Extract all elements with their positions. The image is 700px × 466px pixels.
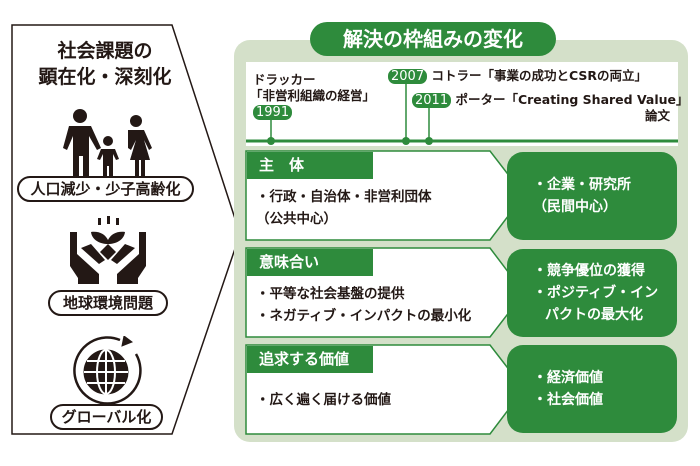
timeline-event-1991: ドラッカー 「非営利組織の経営」 1991 <box>250 72 376 120</box>
before-item: ・広く遍く届ける価値 <box>256 392 391 408</box>
after-item: ・競争優位の獲得 <box>533 263 645 279</box>
year-badge: 1991 <box>253 105 293 120</box>
row-after-value: ・経済価値 ・社会価値 <box>507 345 677 433</box>
after-item: （民間中心） <box>533 199 617 215</box>
issue-pill-globalization: グローバル化 <box>50 404 163 430</box>
timeline <box>246 62 678 146</box>
event-text: ポーター「Creating Shared Value」 <box>455 92 689 107</box>
row-header-subject: 主 体 <box>247 152 373 179</box>
row-header-value: 追求する価値 <box>247 346 373 373</box>
event-text: 論文 <box>644 108 670 123</box>
row-after-subject: ・企業・研究所 （民間中心） <box>507 152 677 240</box>
timeline-event-2011: 2011 ポーター「Creating Shared Value」 論文 <box>412 92 689 124</box>
issue-pill-environment: 地球環境問題 <box>48 290 168 316</box>
left-title-line1: 社会課題の <box>57 40 153 62</box>
issue-pill-population: 人口減少・少子高齢化 <box>17 176 194 202</box>
after-item: ・経済価値 <box>533 370 603 386</box>
event-text: コトラー「事業の成功とCSRの両立」 <box>431 68 647 83</box>
left-title: 社会課題の 顕在化・深刻化 <box>20 38 190 90</box>
after-item: パクトの最大化 <box>545 307 643 323</box>
panel-title: 解決の枠組みの変化 <box>310 22 556 56</box>
before-item: ・平等な社会基盤の提供 <box>256 286 405 302</box>
year-badge: 2007 <box>388 69 428 84</box>
after-item: ・社会価値 <box>533 392 603 408</box>
after-item: ・ポジティブ・イン <box>533 285 659 301</box>
row-before-subject: ・行政・自治体・非営利団体 （公共中心） <box>256 186 432 230</box>
timeline-event-2007: 2007 コトラー「事業の成功とCSRの両立」 <box>388 68 647 84</box>
before-item: （公共中心） <box>256 211 337 227</box>
after-item: ・企業・研究所 <box>533 177 631 193</box>
year-badge: 2011 <box>412 93 452 108</box>
globe-icon <box>73 336 142 404</box>
row-before-value: ・広く遍く届ける価値 <box>256 389 391 411</box>
event-text: 「非営利組織の経営」 <box>250 88 376 103</box>
family-icon <box>63 109 152 176</box>
row-after-meaning: ・競争優位の獲得 ・ポジティブ・イン パクトの最大化 <box>507 249 677 337</box>
left-title-line2: 顕在化・深刻化 <box>38 66 172 88</box>
before-item: ・行政・自治体・非営利団体 <box>256 189 432 205</box>
row-before-meaning: ・平等な社会基盤の提供 ・ネガティブ・インパクトの最小化 <box>256 283 471 327</box>
before-item: ・ネガティブ・インパクトの最小化 <box>256 308 472 324</box>
event-text: ドラッカー <box>253 72 316 87</box>
row-header-meaning: 意味合い <box>247 249 373 276</box>
hands-plant-icon <box>70 216 146 284</box>
